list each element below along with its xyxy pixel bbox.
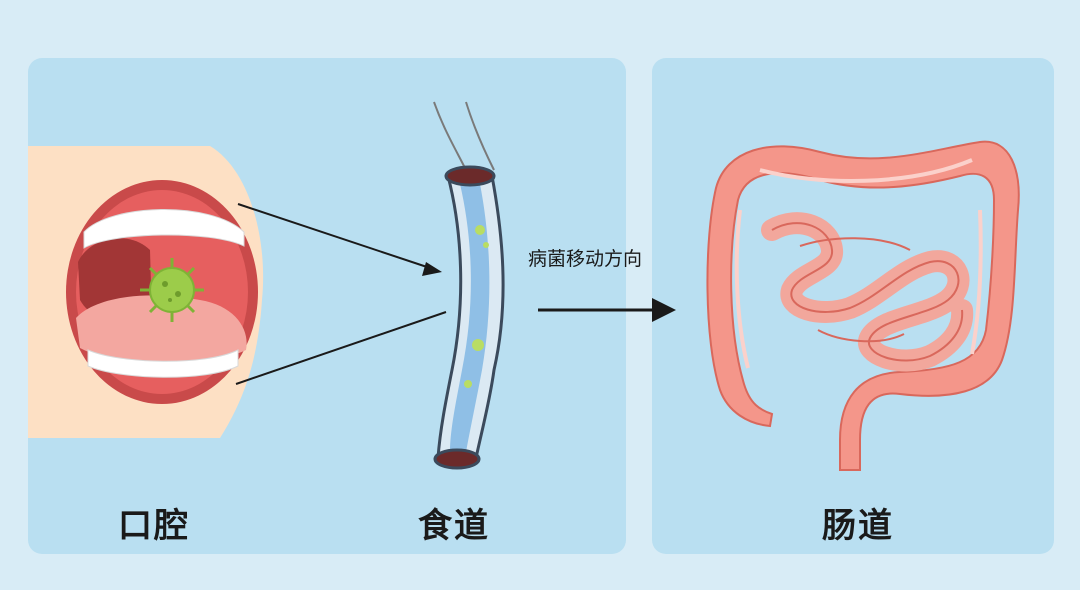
esophagus-illustration bbox=[434, 102, 503, 468]
mouth-illustration bbox=[28, 146, 263, 438]
direction-arrow-head bbox=[652, 298, 676, 322]
esophagus-label: 食道 bbox=[418, 498, 490, 547]
callout-line-lower bbox=[236, 312, 446, 384]
direction-label: 病菌移动方向 bbox=[528, 244, 642, 271]
intestine-illustration bbox=[707, 142, 1018, 470]
intestine-label: 肠道 bbox=[822, 498, 894, 547]
mouth-label: 口腔 bbox=[118, 498, 190, 547]
callout-line-upper bbox=[238, 204, 436, 270]
